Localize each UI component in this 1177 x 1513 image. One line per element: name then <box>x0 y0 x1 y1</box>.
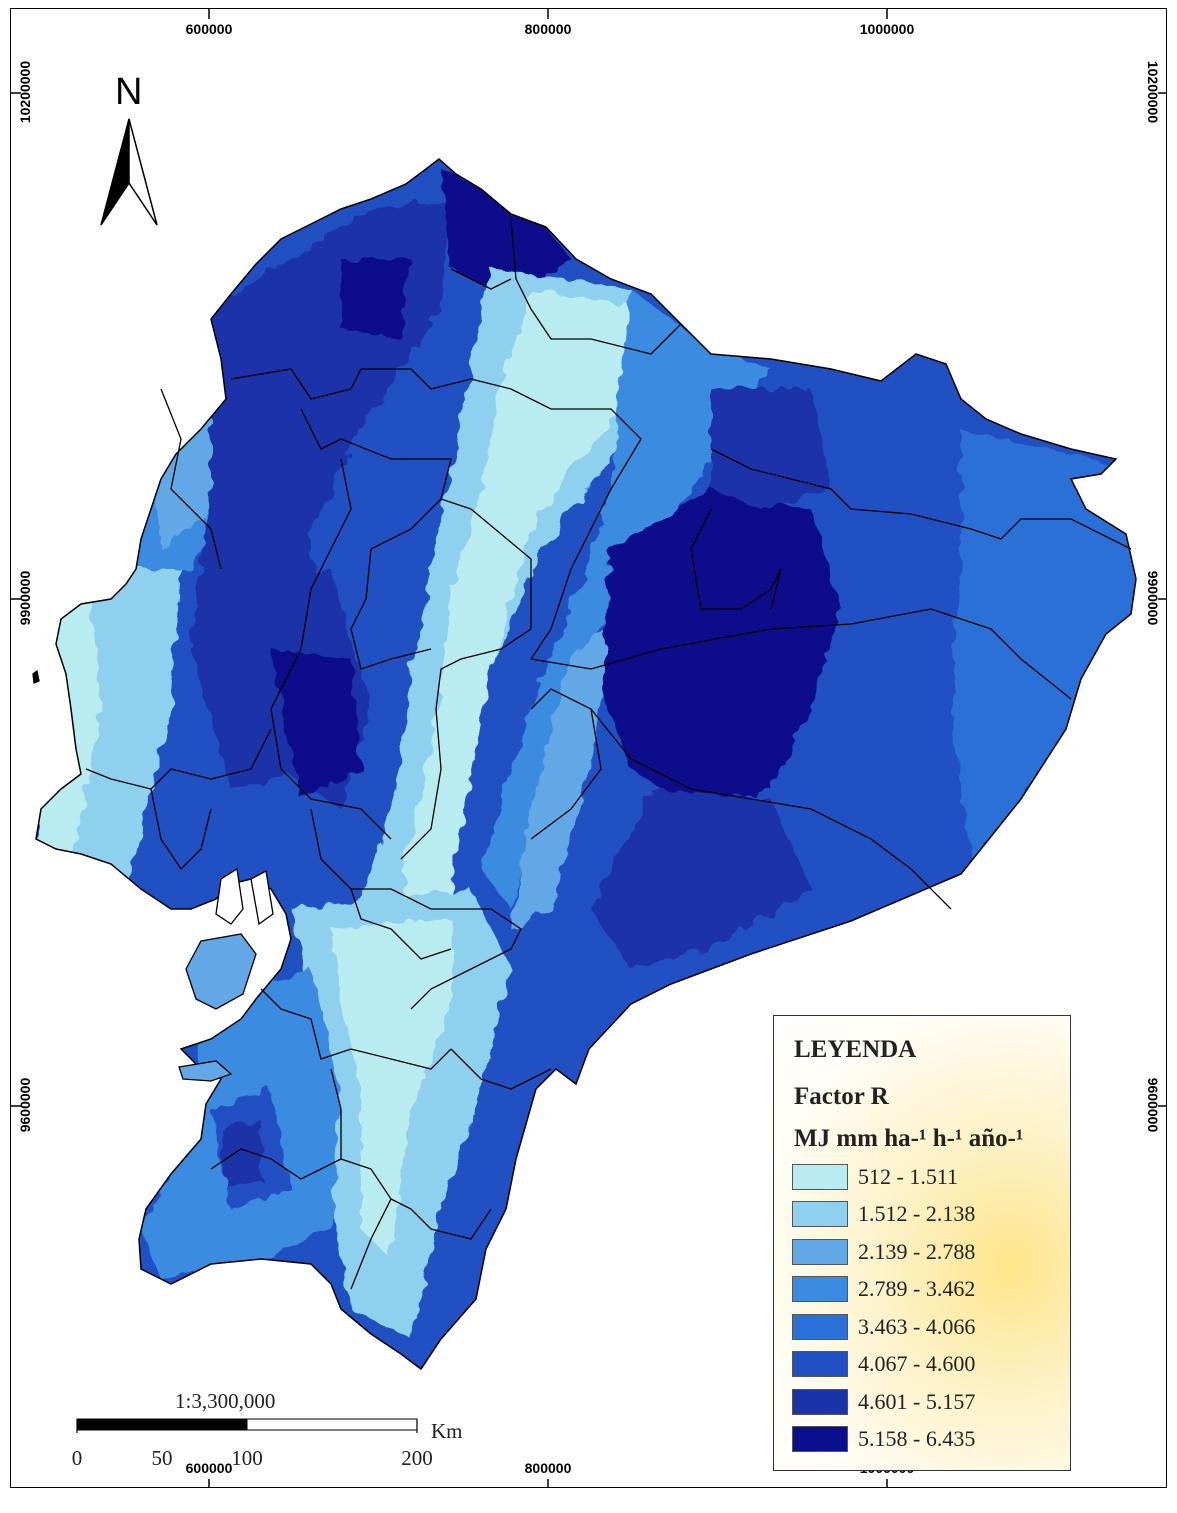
legend-swatch <box>792 1276 848 1302</box>
legend-swatch <box>792 1164 848 1190</box>
legend-item: 4.067 - 4.600 <box>792 1349 975 1379</box>
map-frame: 600000 800000 1000000 600000 800000 100 0… <box>10 8 1167 1488</box>
coordinate-ticks <box>11 9 1166 1487</box>
legend-swatch <box>792 1351 848 1377</box>
legend-item: 3.463 - 4.066 <box>792 1312 975 1342</box>
coord-right-1: 10200000 <box>1145 60 1161 124</box>
legend-swatch <box>792 1201 848 1227</box>
legend-swatch <box>792 1314 848 1340</box>
coord-top-1: 600000 <box>185 21 233 37</box>
north-arrow-icon <box>100 118 158 226</box>
scale-unit: Km <box>431 1419 463 1443</box>
legend-label: 2.139 - 2.788 <box>858 1239 976 1264</box>
legend-label: 512 - 1.511 <box>858 1164 959 1189</box>
scale-tick-label: 0 <box>71 1446 83 1470</box>
legend-item: 2.139 - 2.788 <box>792 1237 975 1267</box>
coord-left-3: 9600000 <box>17 1077 33 1133</box>
coord-right-3: 9600000 <box>1145 1077 1161 1133</box>
gulf-islands <box>32 669 274 1082</box>
legend: LEYENDA Factor R MJ mm ha-¹ h-¹ año-¹ 51… <box>773 1015 1071 1471</box>
scale-tick-label: 100 <box>231 1446 263 1470</box>
coord-bottom-1: 600000 <box>185 1460 233 1476</box>
coord-bottom-2: 800000 <box>524 1460 572 1476</box>
legend-label: 4.067 - 4.600 <box>858 1351 976 1376</box>
scale-bar <box>76 1418 418 1433</box>
scale-tick-label: 50 <box>151 1446 173 1470</box>
legend-title: LEYENDA <box>794 1036 917 1063</box>
scale-ratio: 1:3,300,000 <box>175 1389 276 1413</box>
legend-item: 5.158 - 6.435 <box>792 1424 975 1454</box>
legend-item: 512 - 1.511 <box>792 1162 958 1192</box>
legend-label: 4.601 - 5.157 <box>858 1389 976 1414</box>
legend-item: 2.789 - 3.462 <box>792 1274 975 1304</box>
coord-top-2: 800000 <box>524 21 572 37</box>
province-boundaries <box>85 218 1132 1290</box>
legend-units: MJ mm ha-¹ h-¹ año-¹ <box>794 1125 1024 1152</box>
legend-swatch <box>792 1426 848 1452</box>
legend-item: 1.512 - 2.138 <box>792 1199 975 1229</box>
legend-label: 3.463 - 4.066 <box>858 1314 976 1339</box>
legend-label: 2.789 - 3.462 <box>858 1276 976 1301</box>
scale-tick-label: 200 <box>401 1446 433 1470</box>
coord-right-2: 9900000 <box>1145 570 1161 626</box>
legend-swatch <box>792 1239 848 1265</box>
legend-variable: Factor R <box>794 1083 889 1110</box>
legend-item: 4.601 - 5.157 <box>792 1387 975 1417</box>
north-label: N <box>115 71 143 113</box>
ecuador-map <box>11 9 1166 1487</box>
coord-left-1: 10200000 <box>17 60 33 124</box>
coord-top-3: 1000000 <box>859 21 915 37</box>
legend-label: 5.158 - 6.435 <box>858 1426 976 1451</box>
coord-left-2: 9900000 <box>17 570 33 626</box>
legend-label: 1.512 - 2.138 <box>858 1201 976 1226</box>
legend-swatch <box>792 1389 848 1415</box>
